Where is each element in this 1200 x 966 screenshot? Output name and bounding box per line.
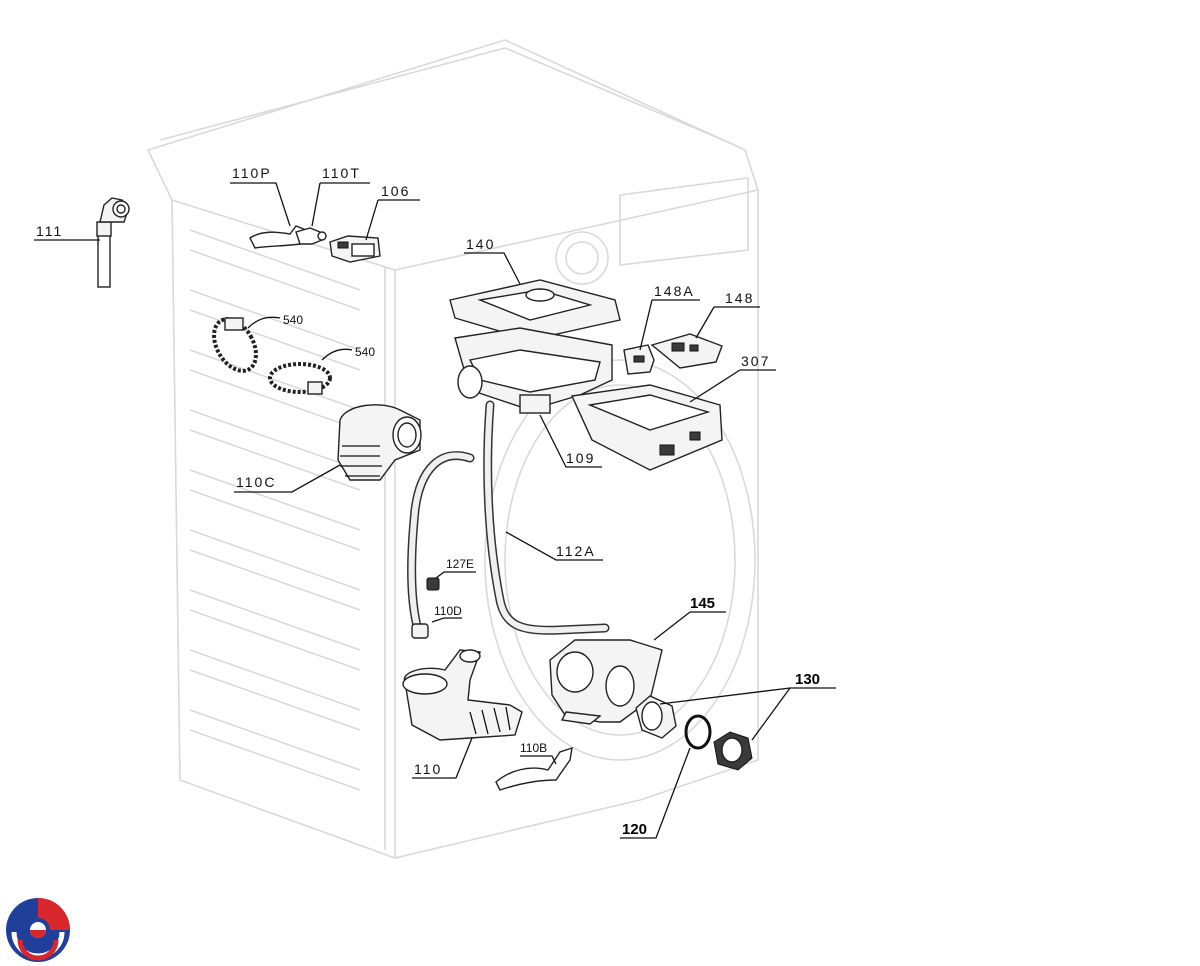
part-120-filter-seal xyxy=(684,714,712,750)
label-109: 109 xyxy=(566,450,595,466)
label-110B: 110B xyxy=(520,741,547,755)
label-110D: 110D xyxy=(434,604,462,618)
part-109-dispenser-housing xyxy=(454,327,613,414)
label-111: 111 xyxy=(36,223,63,239)
part-307-detergent-drawer xyxy=(570,384,723,471)
label-110C: 110C xyxy=(236,474,276,490)
part-106-pressure-switch xyxy=(329,235,381,263)
washing-machine-ghost-outline xyxy=(146,39,759,859)
part-540-clamp-upper xyxy=(212,317,258,373)
part-148-siphon-cap xyxy=(650,333,723,369)
label-120: 120 xyxy=(622,821,647,838)
label-127E: 127E xyxy=(446,557,474,571)
label-145: 145 xyxy=(690,595,715,612)
label-106: 106 xyxy=(381,183,410,199)
label-148A: 148A xyxy=(654,283,695,299)
label-540-lower: 540 xyxy=(355,345,375,359)
label-540-upper: 540 xyxy=(283,313,303,327)
part-127E-cap xyxy=(426,577,440,591)
part-110B-hose xyxy=(495,746,573,791)
part-540-clamp-lower xyxy=(268,362,332,395)
part-130-pump-filter xyxy=(635,695,677,739)
brand-logo xyxy=(6,898,70,962)
label-307: 307 xyxy=(741,353,770,369)
part-111-inlet-hose xyxy=(96,197,130,288)
label-148: 148 xyxy=(725,290,754,306)
part-110D-hose xyxy=(407,451,475,639)
label-110: 110 xyxy=(414,761,442,777)
part-140-dispenser-cover xyxy=(449,279,621,341)
part-110P-110T-hoses xyxy=(249,225,327,249)
label-110T: 110T xyxy=(322,165,361,181)
part-112A-drain-hose xyxy=(483,400,610,635)
label-130: 130 xyxy=(795,671,820,688)
label-140: 140 xyxy=(466,236,495,252)
label-110P: 110P xyxy=(232,165,272,181)
part-110C-tub-hose xyxy=(337,404,422,481)
part-145-drain-pump xyxy=(549,639,663,725)
label-112A: 112A xyxy=(556,543,596,559)
part-148A-siphon xyxy=(623,344,655,375)
part-130-filter-cap xyxy=(713,731,753,771)
part-110-sump-hose xyxy=(402,649,523,741)
